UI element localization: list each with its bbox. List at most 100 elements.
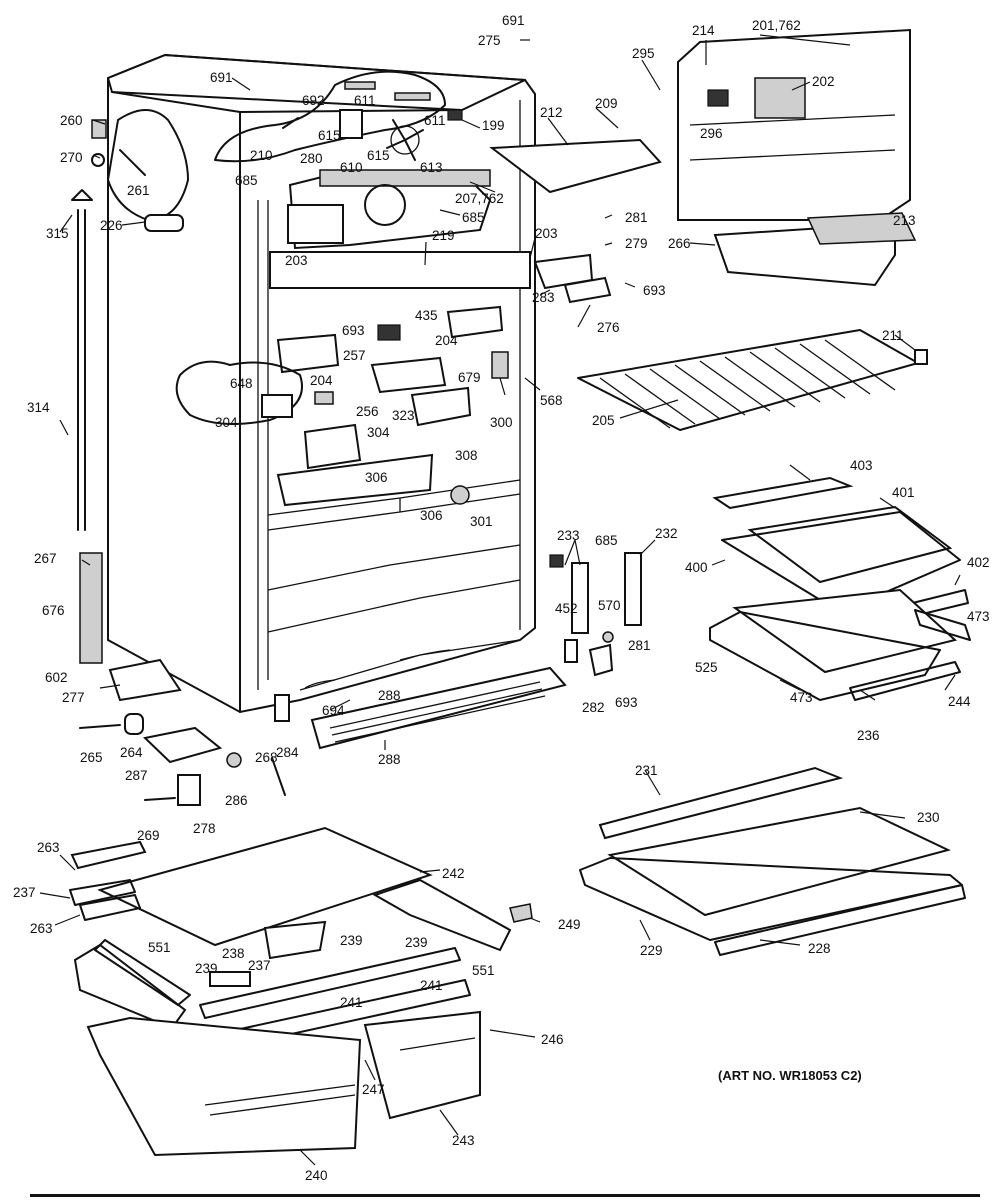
callout-693-b: 693 [342,323,365,338]
callout-226: 226 [100,218,123,233]
callout-279: 279 [625,236,648,251]
callout-693-c: 693 [615,695,638,710]
callout-473-b: 473 [790,690,813,705]
freezer-shelf-liner [677,28,911,221]
callout-219: 219 [432,228,455,243]
callout-280: 280 [300,151,323,166]
callout-257: 257 [343,348,366,363]
callout-labels: 691 275 295 214 201,762 202 209 296 212 … [13,13,990,1183]
callout-286: 286 [225,793,248,808]
callout-241-a: 241 [340,995,363,1010]
callout-232: 232 [655,526,678,541]
callout-203-a: 203 [285,253,308,268]
callout-282: 282 [582,700,605,715]
callout-241-b: 241 [420,978,443,993]
callout-402: 402 [967,555,990,570]
callout-300: 300 [490,415,513,430]
ice-tray [489,138,662,194]
callout-278: 278 [193,821,216,836]
callout-473-a: 473 [967,609,990,624]
callout-236: 236 [857,728,880,743]
callout-212: 212 [540,105,563,120]
callout-204-b: 204 [310,373,333,388]
callout-551-a: 551 [148,940,171,955]
crisper-shelf-assembly [709,588,971,701]
callout-276: 276 [597,320,620,335]
callout-570: 570 [598,598,621,613]
callout-238: 238 [222,946,245,961]
callout-323: 323 [392,408,415,423]
shelf-support-rails [549,552,642,677]
callout-256: 256 [356,404,379,419]
callout-265: 265 [80,750,103,765]
callout-692: 692 [302,93,325,108]
ice-bin-assembly [713,212,917,287]
callout-214: 214 [692,23,715,38]
callout-243: 243 [452,1133,475,1148]
callout-611-a: 611 [354,93,376,108]
callout-685-a: 685 [235,173,258,188]
callout-602: 602 [45,670,68,685]
callout-239-c: 239 [195,961,218,976]
callout-237-b: 237 [248,958,271,973]
evaporator-cover-assembly [287,169,492,250]
callout-315: 315 [46,226,69,241]
fan-motor-parts [282,81,463,161]
fresh-food-control-housing [276,453,434,507]
callout-400: 400 [685,560,708,575]
callout-403: 403 [850,458,873,473]
callout-233: 233 [557,528,580,543]
water-valve-outline [107,109,189,221]
front-rail [269,251,531,289]
callout-249: 249 [558,917,581,932]
callout-264: 264 [120,745,143,760]
callout-691-b: 691 [210,70,233,85]
callout-231: 231 [635,763,658,778]
callout-270: 270 [60,150,83,165]
callout-283: 283 [532,290,555,305]
art-number-label: (ART NO. WR18053 C2) [718,1068,862,1083]
callout-304-b: 304 [367,425,390,440]
callout-239-b: 239 [405,935,428,950]
callout-295: 295 [632,46,655,61]
callout-261: 261 [127,183,150,198]
water-tube-assembly [71,119,184,531]
callout-leaders [39,34,961,1166]
callout-648: 648 [230,376,253,391]
callout-204-a: 204 [435,333,458,348]
callout-308: 308 [455,448,478,463]
callout-229: 229 [640,943,663,958]
callout-275: 275 [478,33,501,48]
callout-269: 269 [137,828,160,843]
callout-207-762: 207,762 [455,191,504,206]
callout-435: 435 [415,308,438,323]
freezer-wire-shelf [577,329,928,431]
callout-201-762: 201,762 [752,18,801,33]
fan-area-outline [214,70,446,163]
callout-242: 242 [442,866,465,881]
callout-306-b: 306 [420,508,443,523]
callout-281-b: 281 [628,638,651,653]
callout-551-b: 551 [472,963,495,978]
duct-piece [303,423,362,470]
callout-401: 401 [892,485,915,500]
callout-277: 277 [62,690,85,705]
callout-676: 676 [42,603,65,618]
callout-301: 301 [470,514,493,529]
callout-199: 199 [482,118,505,133]
bottom-rule [30,1194,980,1197]
bottom-grille-area [79,552,567,806]
callout-268: 268 [255,750,278,765]
callout-266: 266 [668,236,691,251]
callout-211: 211 [882,328,904,343]
callout-230: 230 [917,810,940,825]
shelf-401-assembly [712,476,969,631]
callout-685-b: 685 [462,210,485,225]
callout-246: 246 [541,1032,564,1047]
callout-613: 613 [420,160,443,175]
callout-452: 452 [555,601,578,616]
callout-685-c: 685 [595,533,618,548]
callout-611-b: 611 [424,113,446,128]
callout-281-a: 281 [625,210,648,225]
callout-209: 209 [595,96,618,111]
